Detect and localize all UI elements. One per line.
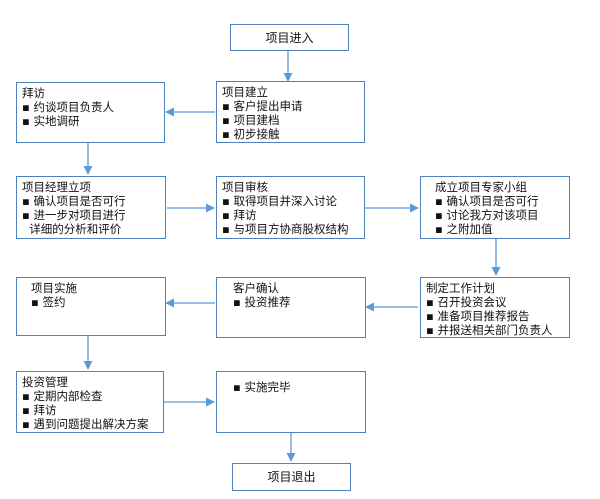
node-done-list: ▪ 实施完毕	[233, 380, 360, 394]
node-review: 项目审核 ▪ 取得项目并深入讨论 ▪ 拜访 ▪ 与项目方协商股权结构	[216, 176, 365, 239]
node-setup: 项目建立 ▪ 客户提出申请 ▪ 项目建档 ▪ 初步接触	[216, 81, 365, 143]
node-manager: 项目经理立项 ▪ 确认项目是否可行 ▪ 进一步对项目进行 详细的分析和评价	[16, 176, 166, 239]
node-visit: 拜访 ▪ 约谈项目负责人 ▪ 实地调研	[16, 82, 165, 143]
node-visit-list: ▪ 约谈项目负责人 ▪ 实地调研	[22, 100, 159, 128]
node-team-item: ▪ 确认项目是否可行	[435, 194, 539, 208]
node-manager-item: ▪ 确认项目是否可行	[22, 194, 126, 208]
node-exit: 项目退出	[232, 463, 351, 491]
node-entry: 项目进入	[230, 24, 349, 51]
node-review-item: ▪ 与项目方协商股权结构	[222, 222, 349, 236]
node-review-list: ▪ 取得项目并深入讨论 ▪ 拜访 ▪ 与项目方协商股权结构	[222, 194, 359, 236]
node-done-item: ▪ 实施完毕	[233, 380, 291, 394]
node-review-item: ▪ 取得项目并深入讨论	[222, 194, 337, 208]
node-implement: 项目实施 ▪ 签约	[16, 277, 166, 336]
node-setup-item: ▪ 项目建档	[222, 113, 280, 127]
node-confirm: 客户确认 ▪ 投资推荐	[216, 277, 366, 338]
node-invest-item: ▪ 遇到问题提出解决方案	[22, 417, 149, 431]
node-team-item: ▪ 之附加值	[435, 222, 493, 236]
node-implement-item: ▪ 签约	[31, 295, 66, 309]
node-invest-item: ▪ 拜访	[22, 403, 57, 417]
node-plan-item: ▪ 准备项目推荐报告	[426, 309, 530, 323]
node-confirm-item: ▪ 投资推荐	[233, 295, 291, 309]
node-invest: 投资管理 ▪ 定期内部检查 ▪ 拜访 ▪ 遇到问题提出解决方案	[16, 371, 164, 433]
node-implement-list: ▪ 签约	[31, 295, 160, 309]
node-manager-list: ▪ 确认项目是否可行 ▪ 进一步对项目进行 详细的分析和评价	[22, 194, 160, 236]
node-setup-title: 项目建立	[222, 85, 268, 99]
node-team-list: ▪ 确认项目是否可行 ▪ 讨论我方对该项目 ▪ 之附加值	[435, 194, 564, 236]
node-team-item: ▪ 讨论我方对该项目	[435, 208, 539, 222]
node-visit-item: ▪ 实地调研	[22, 114, 80, 128]
node-manager-item: 详细的分析和评价	[22, 222, 122, 236]
node-invest-item: ▪ 定期内部检查	[22, 389, 103, 403]
node-implement-title: 项目实施	[31, 281, 77, 295]
node-confirm-list: ▪ 投资推荐	[233, 295, 360, 309]
node-done: ▪ 实施完毕	[216, 371, 366, 433]
node-visit-item: ▪ 约谈项目负责人	[22, 100, 114, 114]
node-confirm-title: 客户确认	[233, 281, 279, 295]
node-review-item: ▪ 拜访	[222, 208, 257, 222]
node-setup-item: ▪ 客户提出申请	[222, 99, 303, 113]
node-plan-title: 制定工作计划	[426, 281, 495, 295]
node-setup-item: ▪ 初步接触	[222, 127, 280, 141]
node-manager-title: 项目经理立项	[22, 180, 91, 194]
node-visit-title: 拜访	[22, 86, 45, 100]
node-invest-title: 投资管理	[22, 375, 68, 389]
node-invest-list: ▪ 定期内部检查 ▪ 拜访 ▪ 遇到问题提出解决方案	[22, 389, 158, 431]
node-plan-item: ▪ 并报送相关部门负责人	[426, 323, 553, 337]
node-team: 成立项目专家小组 ▪ 确认项目是否可行 ▪ 讨论我方对该项目 ▪ 之附加值	[420, 176, 570, 239]
node-plan-item: ▪ 召开投资会议	[426, 295, 507, 309]
node-manager-item: ▪ 进一步对项目进行	[22, 208, 126, 222]
node-setup-list: ▪ 客户提出申请 ▪ 项目建档 ▪ 初步接触	[222, 99, 359, 141]
node-exit-title: 项目退出	[267, 470, 316, 484]
node-review-title: 项目审核	[222, 180, 268, 194]
node-plan-list: ▪ 召开投资会议 ▪ 准备项目推荐报告 ▪ 并报送相关部门负责人	[426, 295, 564, 337]
node-plan: 制定工作计划 ▪ 召开投资会议 ▪ 准备项目推荐报告 ▪ 并报送相关部门负责人	[420, 277, 570, 338]
node-team-title: 成立项目专家小组	[435, 180, 527, 194]
node-entry-title: 项目进入	[265, 30, 314, 45]
